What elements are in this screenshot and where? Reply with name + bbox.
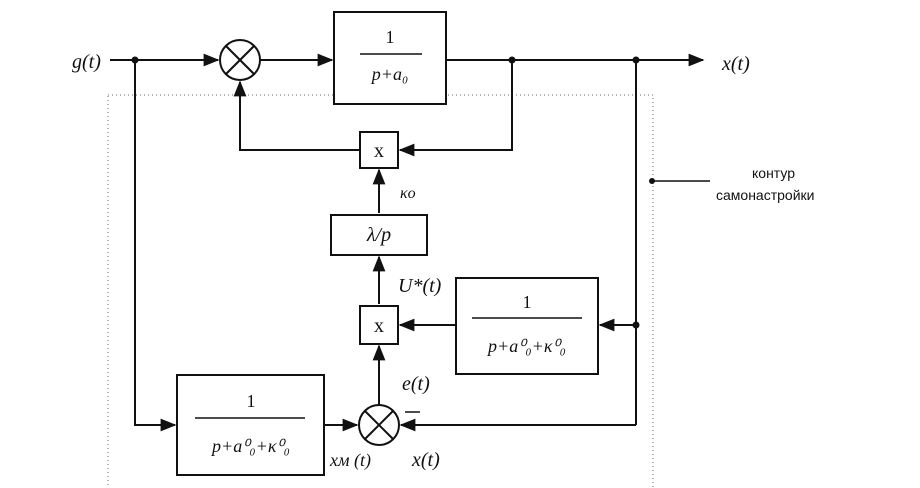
reference-model-block: 1 p+a⁰₀+κ⁰₀ xyxy=(176,374,325,476)
error-signal-label: e(t) xyxy=(402,373,430,395)
sensitivity-filter-denominator: p+a⁰₀+κ⁰₀ xyxy=(486,336,566,356)
top-multiplier-block: x xyxy=(359,131,399,169)
k-o-label: κo xyxy=(400,185,416,202)
integrator-label: λ/p xyxy=(366,224,391,246)
plant-numerator: 1 xyxy=(386,27,395,47)
reference-model-denominator: p+a⁰₀+κ⁰₀ xyxy=(210,436,290,456)
u-star-label: U*(t) xyxy=(398,275,442,297)
sensitivity-filter-numerator: 1 xyxy=(523,292,532,312)
mid-multiplier-block: x xyxy=(359,305,399,345)
annotation-line-2: самонастройки xyxy=(716,187,814,203)
top-multiplier-label: x xyxy=(374,140,384,162)
sensitivity-filter-block: 1 p+a⁰₀+κ⁰₀ xyxy=(455,277,599,375)
feedback-to-summer-wire xyxy=(233,80,360,151)
plant-denominator: p+a₀ xyxy=(370,64,408,84)
model-output-label: xм (t) xyxy=(329,450,371,471)
annotation-line-1: контур xyxy=(752,165,795,181)
input-to-model-wire xyxy=(134,60,177,432)
mid-multiplier-label: x xyxy=(374,315,384,337)
output-to-top-multiplier-wire xyxy=(398,60,513,157)
comparator-junction xyxy=(358,404,400,446)
integrator-block: λ/p xyxy=(330,214,428,256)
input-signal-label: g(t) xyxy=(72,51,101,73)
reference-model-numerator: 1 xyxy=(247,391,256,411)
top-multiplier-junction xyxy=(219,39,261,81)
x-minus-label: x(t) xyxy=(411,449,440,471)
output-signal-label: x(t) xyxy=(721,53,750,75)
plant-block: 1 p+a₀ xyxy=(333,11,447,105)
